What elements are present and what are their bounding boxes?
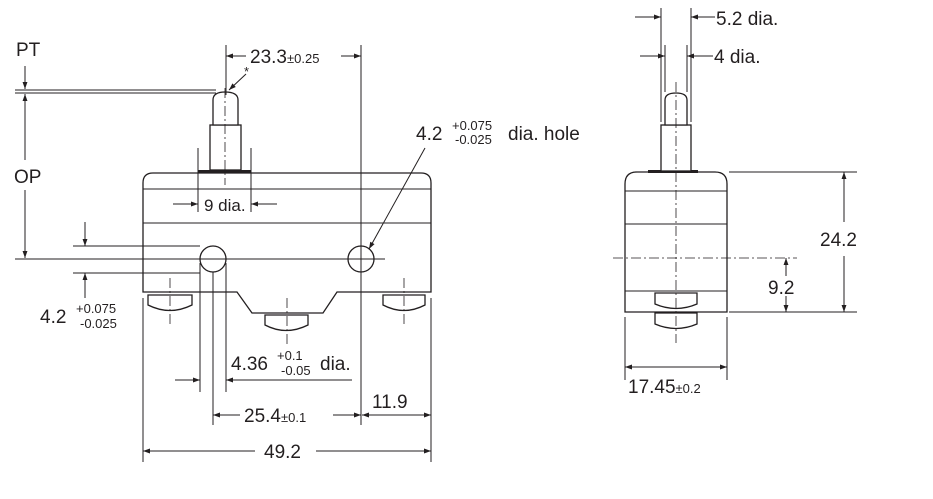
plunger-base-plate bbox=[198, 170, 251, 173]
right-offset-dim: 11.9 bbox=[372, 392, 408, 413]
hole-dia-dim: 4.36 +0.1 -0.05 dia. bbox=[231, 347, 351, 379]
terminal-screw-left bbox=[147, 278, 193, 325]
terminal-screw-right bbox=[382, 278, 426, 325]
hole-pitch-dim: 25.4±0.1 bbox=[244, 406, 306, 427]
plunger-tip bbox=[212, 91, 239, 126]
hole-leader bbox=[368, 147, 426, 250]
plunger-lower bbox=[209, 124, 242, 171]
inner-dia-dim: 4 dia. bbox=[714, 47, 760, 68]
side-view: 5.2 dia. 4 dia. 24.2 9.2 17.45±0.2 bbox=[613, 8, 857, 398]
terminal-screw-center bbox=[264, 298, 309, 345]
outer-dia-dim: 5.2 dia. bbox=[716, 9, 778, 30]
hole-from-bottom-dim: 9.2 bbox=[768, 278, 794, 299]
side-body-outline bbox=[624, 171, 728, 313]
hole-height-dim: 4.2 +0.075 -0.025 bbox=[40, 300, 121, 331]
pt-label: PT bbox=[16, 40, 41, 61]
switch-body-outline bbox=[142, 172, 432, 314]
height-dim: 24.2 bbox=[820, 230, 857, 251]
width-dim: 17.45±0.2 bbox=[628, 377, 701, 398]
plunger-base-dia: 9 dia. bbox=[204, 196, 246, 215]
plunger-position-dim: 23.3±0.25 bbox=[250, 47, 319, 68]
op-label: OP bbox=[14, 167, 41, 188]
asterisk-note: * bbox=[244, 64, 249, 79]
hole-dim-label: 4.2 +0.075 -0.025 dia. hole bbox=[416, 117, 580, 148]
front-view: PT OP * 23.3±0.25 4.2 +0.075 -0.025 dia.… bbox=[14, 40, 580, 463]
overall-length-dim: 49.2 bbox=[264, 442, 301, 463]
